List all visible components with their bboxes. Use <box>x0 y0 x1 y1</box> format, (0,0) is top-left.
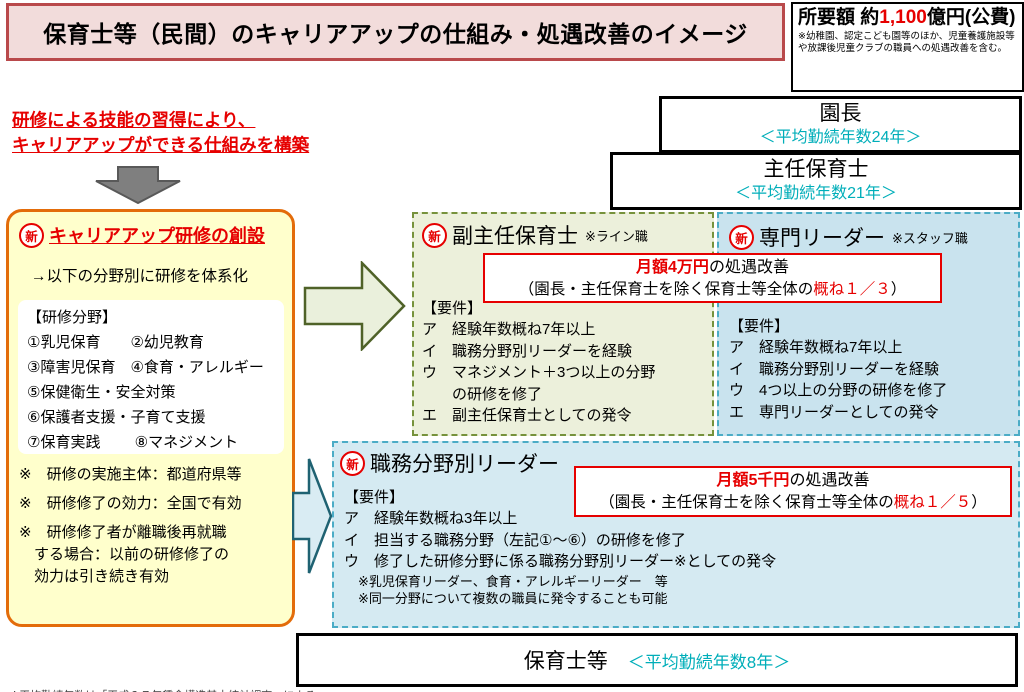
intro-line-2: キャリアアップができる仕組みを構築 <box>12 135 310 155</box>
role-box-director: 園長 ＜平均勤続年数24年＞ <box>659 96 1022 153</box>
right-arrow-green-icon <box>303 261 406 351</box>
training-heading: キャリアアップ研修の創設 <box>49 226 265 246</box>
requirement-item: エ 専門リーダーとしての発令 <box>729 403 939 421</box>
training-note: ※ 研修修了の効力：全国で有効 <box>19 495 242 512</box>
requirements-title: 【要件】 <box>729 318 790 335</box>
requirement-item: ウ マネジメント＋3つ以上の分野 の研修を修了 <box>422 364 656 403</box>
field-leader-subnote: ※乳児保育リーダー、食育・アレルギーリーダー 等 <box>358 573 668 589</box>
raise-40k-line2: （園長・主任保育士を除く保育士等全体の概ね１／３） <box>518 281 907 298</box>
specialist-panel-header: 新 専門リーダー ※スタッフ職 <box>729 222 968 252</box>
requirement-item: エ 副主任保育士としての発令 <box>422 407 632 424</box>
training-panel-header: 新 キャリアアップ研修の創設 <box>19 222 265 248</box>
deputy-chief-panel: 新 副主任保育士 ※ライン職 【要件】 ア 経験年数概ね7年以上 イ 職務分野別… <box>412 212 714 436</box>
down-arrow-icon <box>88 166 188 204</box>
raise-5k-line2: （園長・主任保育士を除く保育士等全体の概ね１／５） <box>599 494 987 511</box>
worker-title: 保育士等 <box>523 650 608 673</box>
chief-title: 主任保育士 <box>763 158 869 181</box>
requirements-title: 【要件】 <box>422 300 483 317</box>
requirements-title: 【要件】 <box>344 489 405 506</box>
raise-5k-line1: 月額5千円の処遇改善 <box>716 472 870 489</box>
requirement-item: ア 経験年数概ね3年以上 <box>344 510 518 527</box>
requirement-item: イ 職務分野別リーダーを経験 <box>422 342 633 360</box>
specialist-leader-panel: 新 専門リーダー ※スタッフ職 【要件】 ア 経験年数概ね7年以上 イ 職務分野… <box>717 212 1020 436</box>
intro-statement: 研修による技能の習得により、 キャリアアップができる仕組みを構築 <box>12 108 309 158</box>
requirement-item: ウ 4つ以上の分野の研修を修了 <box>729 382 948 399</box>
training-note: ※ 研修修了者が離職後再就職 する場合：以前の研修修了の 効力は引き続き有効 <box>19 524 230 585</box>
cost-amount: 所要額 約1,100億円(公費) <box>798 7 1016 28</box>
new-badge-icon: 新 <box>422 222 447 248</box>
director-title: 園長 <box>819 102 862 125</box>
specialist-requirements: 【要件】 ア 経験年数概ね7年以上 イ 職務分野別リーダーを経験 ウ 4つ以上の… <box>729 316 947 423</box>
raise-5k-ratio: 概ね１／５ <box>893 494 972 511</box>
director-tenure: ＜平均勤続年数24年＞ <box>759 129 922 146</box>
requirement-item: ア 経験年数概ね7年以上 <box>729 339 903 356</box>
requirement-item: イ 担当する職務分野（左記①～⑥）の研修を修了 <box>344 531 686 549</box>
raise-box-40k: 月額4万円の処遇改善 （園長・主任保育士を除く保育士等全体の概ね１／３） <box>483 253 942 303</box>
cost-summary-box: 所要額 約1,100億円(公費) ※幼稚園、認定こども園等のほか、児童養護施設等… <box>791 2 1024 92</box>
requirement-item: イ 職務分野別リーダーを経験 <box>729 360 940 378</box>
deputy-panel-header: 新 副主任保育士 ※ライン職 <box>422 220 648 250</box>
field-leader-header: 新 職務分野別リーダー <box>340 448 559 478</box>
page-title-text: 保育士等（民間）のキャリアアップの仕組み・処遇改善のイメージ <box>43 21 748 47</box>
training-field: ③障害児保育 ④食育・アレルギー <box>27 359 264 376</box>
deputy-title: 副主任保育士 <box>452 225 578 248</box>
field-leader-title: 職務分野別リーダー <box>370 453 559 476</box>
training-field: ①乳児保育 ②幼児教育 <box>27 334 204 351</box>
new-badge-icon: 新 <box>19 222 44 248</box>
specialist-type-note: ※スタッフ職 <box>892 230 968 246</box>
requirement-item: ア 経験年数概ね7年以上 <box>422 321 596 338</box>
training-note: ※ 研修の実施主体：都道府県等 <box>19 466 242 483</box>
deputy-type-note: ※ライン職 <box>585 228 648 244</box>
training-field: ⑤保健衛生・安全対策 <box>27 384 176 401</box>
new-badge-icon: 新 <box>340 450 365 476</box>
training-field: ⑥保護者支援・子育て支援 <box>27 409 206 426</box>
training-notes: ※ 研修の実施主体：都道府県等 ※ 研修修了の効力：全国で有効 ※ 研修修了者が… <box>19 464 287 595</box>
role-box-chief: 主任保育士 ＜平均勤続年数21年＞ <box>610 152 1022 210</box>
footnote: ※平均勤続年数は「平成２７年賃金構造基本統計調査」による。 <box>10 687 327 692</box>
training-subheading: →以下の分野別に研修を体系化 <box>31 268 249 285</box>
training-field: ⑦保育実践 ⑧マネジメント <box>27 434 239 451</box>
worker-tenure: ＜平均勤続年数8年＞ <box>627 652 791 672</box>
raise-40k-ratio: 概ね１／３ <box>813 281 891 298</box>
raise-5k-amount: 月額5千円 <box>716 472 790 489</box>
field-leader-subnote: ※同一分野について複数の職員に発令することも可能 <box>358 591 668 606</box>
training-fields-box: 【研修分野】 ①乳児保育 ②幼児教育 ③障害児保育 ④食育・アレルギー ⑤保健衛… <box>18 300 284 454</box>
raise-box-5k: 月額5千円の処遇改善 （園長・主任保育士を除く保育士等全体の概ね１／５） <box>574 466 1012 517</box>
raise-40k-amount: 月額4万円 <box>636 259 709 276</box>
page-title: 保育士等（民間）のキャリアアップの仕組み・処遇改善のイメージ <box>6 3 785 61</box>
requirement-item: ウ 修了した研修分野に係る職務分野別リーダー※としての発令 <box>344 553 777 570</box>
field-leader-requirements: 【要件】 ア 経験年数概ね3年以上 イ 担当する職務分野（左記①～⑥）の研修を修… <box>344 487 776 608</box>
cost-note: ※幼稚園、認定こども園等のほか、児童養護施設等や放課後児童クラブの職員への処遇改… <box>798 31 1015 54</box>
chief-tenure: ＜平均勤続年数21年＞ <box>735 185 897 202</box>
training-fields-title: 【研修分野】 <box>27 309 118 326</box>
specialist-title: 専門リーダー <box>759 227 885 250</box>
deputy-requirements: 【要件】 ア 経験年数概ね7年以上 イ 職務分野別リーダーを経験 ウ マネジメン… <box>422 298 655 427</box>
right-arrow-blue-icon <box>292 452 332 580</box>
new-badge-icon: 新 <box>729 224 754 250</box>
intro-line-1: 研修による技能の習得により、 <box>12 110 256 130</box>
training-panel: 新 キャリアアップ研修の創設 →以下の分野別に研修を体系化 【研修分野】 ①乳児… <box>6 209 295 627</box>
role-box-worker: 保育士等 ＜平均勤続年数8年＞ <box>296 633 1018 687</box>
field-leader-panel: 新 職務分野別リーダー 【要件】 ア 経験年数概ね3年以上 イ 担当する職務分野… <box>332 441 1020 628</box>
cost-amount-value: 1,100 <box>879 7 927 28</box>
raise-40k-line1: 月額4万円の処遇改善 <box>636 259 789 276</box>
